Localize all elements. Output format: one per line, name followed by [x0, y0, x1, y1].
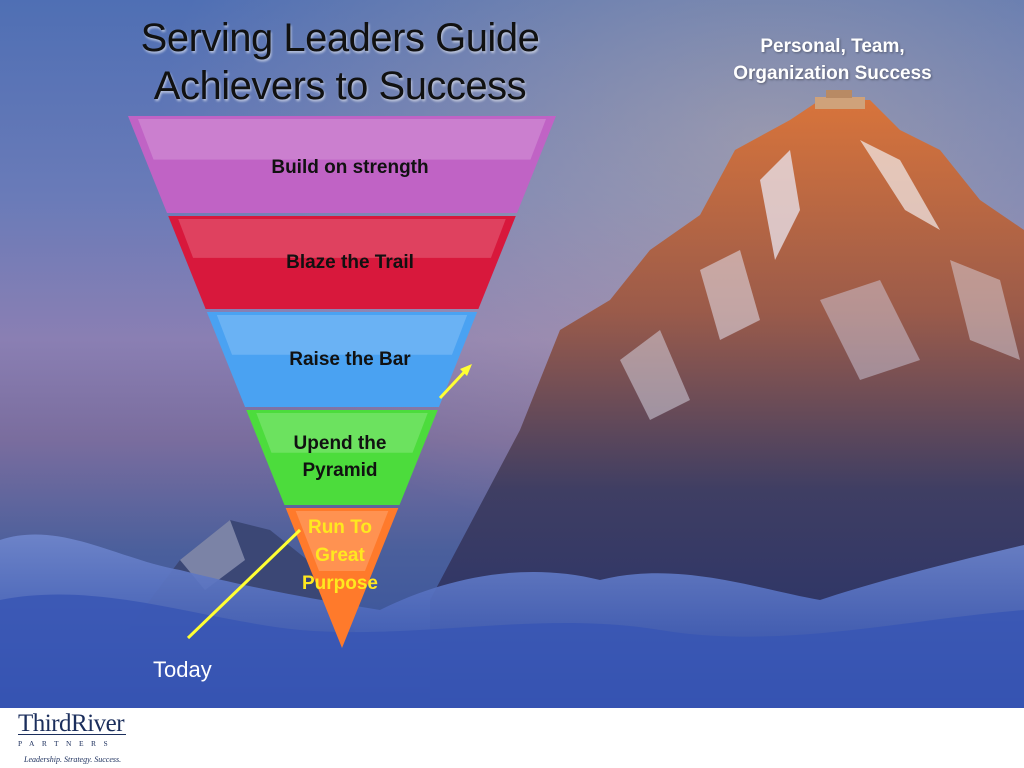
- funnel-layer-2-text: Blaze the Trail: [286, 252, 414, 273]
- progress-arrow-line: [186, 528, 302, 640]
- funnel-layer-4-sheen: [256, 413, 428, 453]
- funnel-layer-5-label: Run To Great Purpose: [280, 514, 400, 598]
- funnel-diagram: [128, 116, 556, 648]
- funnel-layer-4: [246, 410, 438, 505]
- start-label: Today: [153, 657, 212, 682]
- funnel-layer-5: [285, 508, 399, 648]
- goal-caption-line-1: Personal, Team,: [760, 36, 905, 57]
- funnel-layer-3-sheen: [216, 315, 468, 355]
- funnel-layer-5-sheen: [295, 511, 389, 571]
- mountain-scene: [0, 0, 1024, 708]
- funnel-layer-2: [168, 216, 516, 309]
- funnel-layer-3-label: Raise the Bar: [200, 346, 500, 373]
- funnel-layer-4-text-line-1: Upend the: [293, 433, 387, 454]
- logo-subtitle: PARTNERS: [18, 739, 116, 748]
- slide-background: Serving Leaders Guide Achievers to Succe…: [0, 0, 1024, 708]
- goal-caption-line-2: Organization Success: [733, 63, 932, 84]
- logo-divider: [18, 734, 126, 735]
- funnel-layer-1-text: Build on strength: [271, 157, 429, 178]
- funnel-layer-5-text-line-1: Run To: [307, 517, 372, 538]
- funnel-layer-1: [128, 116, 556, 213]
- funnel-layer-4-label: Upend the Pyramid: [250, 430, 430, 484]
- funnel-layer-2-sheen: [178, 219, 506, 258]
- logo-name: ThirdRiver: [18, 710, 125, 737]
- funnel-layer-5-text-line-2: Great: [315, 545, 365, 566]
- footer-bar: [0, 708, 1024, 768]
- goal-caption: Personal, Team, Organization Success: [700, 33, 965, 87]
- logo-tagline: Leadership. Strategy. Success.: [24, 755, 122, 764]
- arrow-head-icon: [460, 364, 472, 376]
- funnel-layer-3: [206, 312, 478, 407]
- funnel-layer-4-text-line-2: Pyramid: [302, 460, 378, 481]
- funnel-layer-1-sheen: [138, 119, 546, 160]
- funnel-layer-1-label: Build on strength: [200, 154, 500, 181]
- company-logo: ThirdRiver PARTNERS Leadership. Strategy…: [14, 710, 128, 766]
- mountain-peak: [430, 100, 1024, 700]
- progress-arrow-segment: [438, 366, 470, 400]
- page-title: Serving Leaders Guide Achievers to Succe…: [100, 14, 580, 110]
- funnel-layer-5-text-line-3: Purpose: [301, 573, 379, 594]
- title-line-2: Achievers to Success: [153, 64, 527, 108]
- title-line-1: Serving Leaders Guide: [140, 16, 540, 60]
- funnel-layer-3-text: Raise the Bar: [289, 349, 411, 370]
- funnel-layer-2-label: Blaze the Trail: [200, 249, 500, 276]
